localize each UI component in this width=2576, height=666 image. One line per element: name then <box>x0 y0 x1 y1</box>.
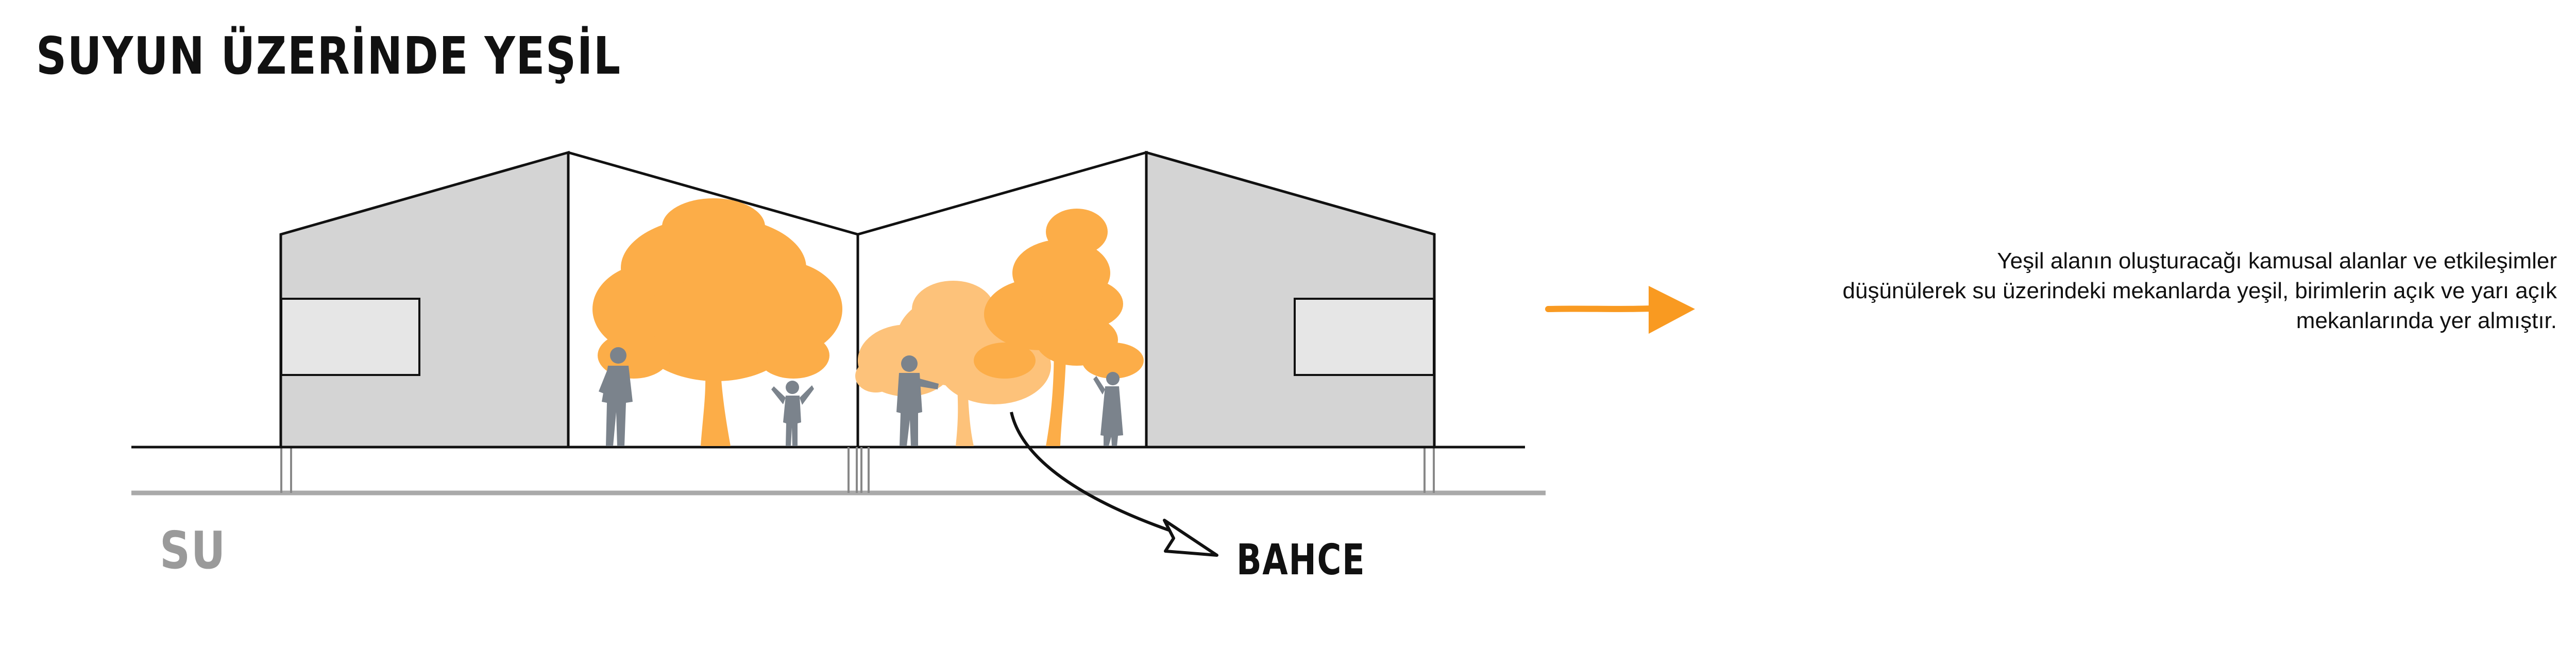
water-label: SU <box>160 520 226 580</box>
description-text: Yeşil alanın oluşturacağı kamusal alanla… <box>1784 246 2557 336</box>
person-icon <box>599 347 633 446</box>
left-house-window <box>280 298 420 376</box>
curved-arrow-icon <box>1010 412 1185 537</box>
person-icon <box>1093 372 1123 446</box>
person-icon <box>771 381 814 446</box>
tree-icon <box>592 198 842 446</box>
description-line: düşünülerek su üzerindeki mekanlarda yeş… <box>1842 278 2557 303</box>
piers <box>280 447 1435 493</box>
arrow-right-head <box>1649 286 1695 334</box>
arrow-right-icon <box>1545 305 1667 312</box>
tree-icon <box>974 209 1144 446</box>
description-line: Yeşil alanın oluşturacağı kamusal alanla… <box>1997 248 2557 274</box>
right-house-window <box>1294 298 1435 376</box>
description-line: mekanlarında yer almıştır. <box>2296 308 2557 333</box>
person-icon <box>896 355 939 446</box>
garden-label: BAHCE <box>1236 536 1366 585</box>
page-title: SUYUN ÜZERİNDE YEŞİL <box>36 26 621 86</box>
curved-arrow-head <box>1163 519 1218 557</box>
